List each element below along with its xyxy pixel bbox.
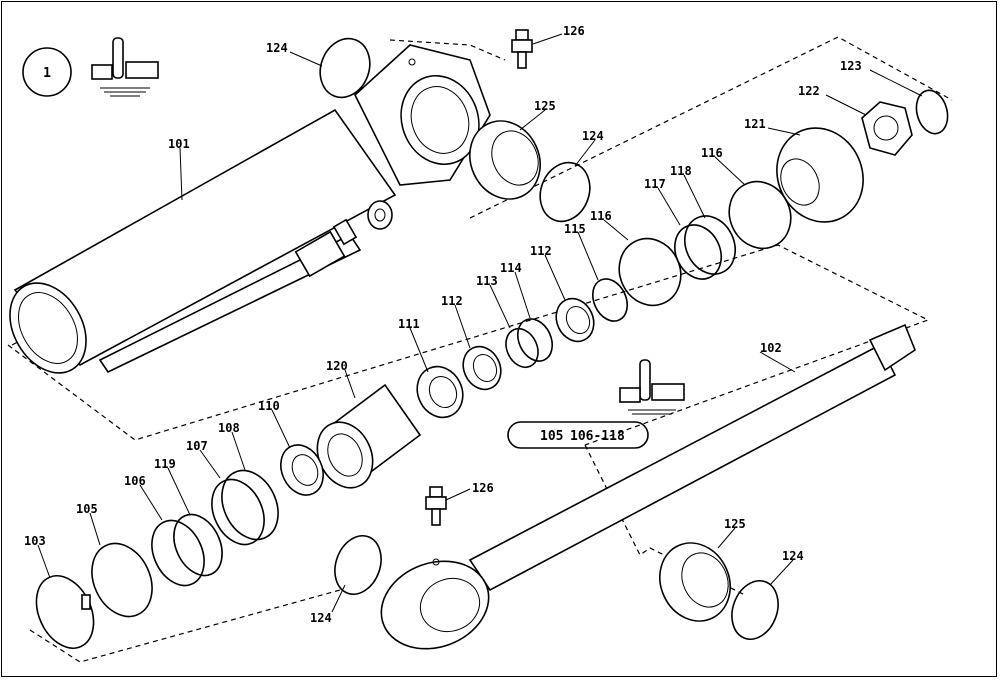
callout-120: 120 (326, 359, 348, 373)
callout-111: 111 (398, 317, 420, 331)
callout-122: 122 (798, 84, 820, 98)
snap-ring-124-d (731, 580, 779, 640)
callout-124: 124 (582, 129, 604, 143)
ring-105 (91, 542, 153, 618)
callout-121: 121 (744, 117, 766, 131)
ring-112-lower (462, 345, 502, 391)
callout-119: 119 (154, 457, 176, 471)
callout-117: 117 (644, 177, 666, 191)
callout-116: 116 (701, 146, 723, 160)
callout-124: 124 (310, 611, 332, 625)
callout-114: 114 (500, 261, 522, 275)
lubrication-symbol-icon (91, 37, 159, 97)
grease-nipple-top (511, 29, 533, 69)
seal-kit-reference-box: 105 106-118 (507, 421, 649, 449)
callout-124: 124 (266, 41, 288, 55)
callout-labels: 124 126 101 125 124 123 122 121 116 118 … (24, 24, 862, 625)
piston (776, 127, 864, 223)
piston-rod (380, 323, 916, 650)
ring-116-lower (618, 237, 682, 307)
callout-110: 110 (258, 399, 280, 413)
ring-107 (211, 478, 265, 546)
ring-118 (684, 215, 736, 275)
ring-108 (221, 469, 279, 541)
callout-101: 101 (168, 137, 190, 151)
callout-124: 124 (782, 549, 804, 563)
callout-106: 106 (124, 474, 146, 488)
callout-107: 107 (186, 439, 208, 453)
ring-110 (280, 444, 324, 496)
bushing-125-top (469, 120, 541, 200)
view-number: 1 (43, 66, 51, 81)
callout-116: 116 (590, 209, 612, 223)
seal-ring-123 (915, 89, 949, 135)
snap-ring-124-b (539, 161, 591, 223)
callout-115: 115 (564, 222, 586, 236)
tube-clevis-eye (354, 44, 491, 186)
callout-103: 103 (24, 534, 46, 548)
callout-118: 118 (670, 164, 692, 178)
callout-113: 113 (476, 274, 498, 288)
callout-108: 108 (218, 421, 240, 435)
ring-113 (505, 327, 539, 369)
callout-123: 123 (840, 59, 862, 73)
kit-ref-left: 105 (540, 429, 563, 444)
snap-ring-124-a (319, 37, 371, 99)
callout-126: 126 (472, 481, 494, 495)
ring-116-upper (728, 180, 792, 250)
lubrication-symbol-icon-2 (619, 359, 685, 415)
callout-105: 105 (76, 502, 98, 516)
view-marker: 1 (22, 47, 72, 97)
snap-ring-124-c (334, 535, 382, 595)
callout-112: 112 (441, 294, 463, 308)
lock-nut (861, 101, 913, 156)
cylinder-tube (9, 108, 397, 374)
callout-125: 125 (724, 517, 746, 531)
callout-112: 112 (530, 244, 552, 258)
snap-ring-103 (35, 575, 95, 649)
ring-119 (173, 513, 223, 577)
callout-125: 125 (534, 99, 556, 113)
kit-ref-right: 106-118 (570, 429, 625, 444)
grease-nipple-bottom (425, 486, 447, 526)
callout-102: 102 (760, 341, 782, 355)
cylinder-head-gland (316, 383, 422, 489)
ring-114 (516, 318, 554, 362)
callout-leaders (37, 33, 923, 613)
bushing-125-bottom (659, 542, 731, 622)
ring-106 (151, 519, 205, 587)
ring-112-upper (555, 297, 595, 343)
callout-126: 126 (563, 24, 585, 38)
ring-115 (591, 278, 629, 322)
bushing-111 (416, 365, 464, 419)
